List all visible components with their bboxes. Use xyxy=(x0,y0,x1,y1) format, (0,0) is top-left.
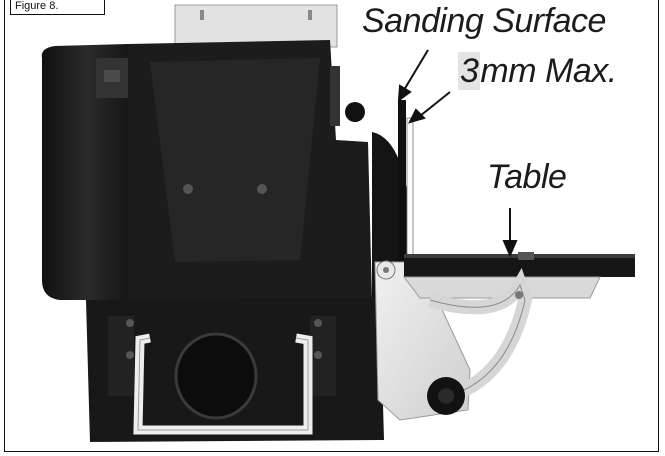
sanding-surface xyxy=(398,100,414,271)
max-gap-label: 3mm Max. xyxy=(458,52,617,91)
handle xyxy=(133,333,313,435)
max-gap-value: 3 xyxy=(458,52,481,90)
motor-housing xyxy=(41,44,132,300)
sanding-surface-label: Sanding Surface xyxy=(362,2,606,40)
tilt-knob xyxy=(427,377,465,415)
base xyxy=(86,298,384,442)
back-plate xyxy=(174,4,338,48)
tilt-arc-guide xyxy=(428,267,533,407)
figure-tab-label: Figure 8. xyxy=(10,0,105,15)
table-label: Table xyxy=(487,158,567,196)
max-gap-unit: mm Max. xyxy=(480,52,617,90)
sander-body xyxy=(128,40,372,302)
callout-arrows xyxy=(397,49,518,258)
table xyxy=(402,252,635,299)
